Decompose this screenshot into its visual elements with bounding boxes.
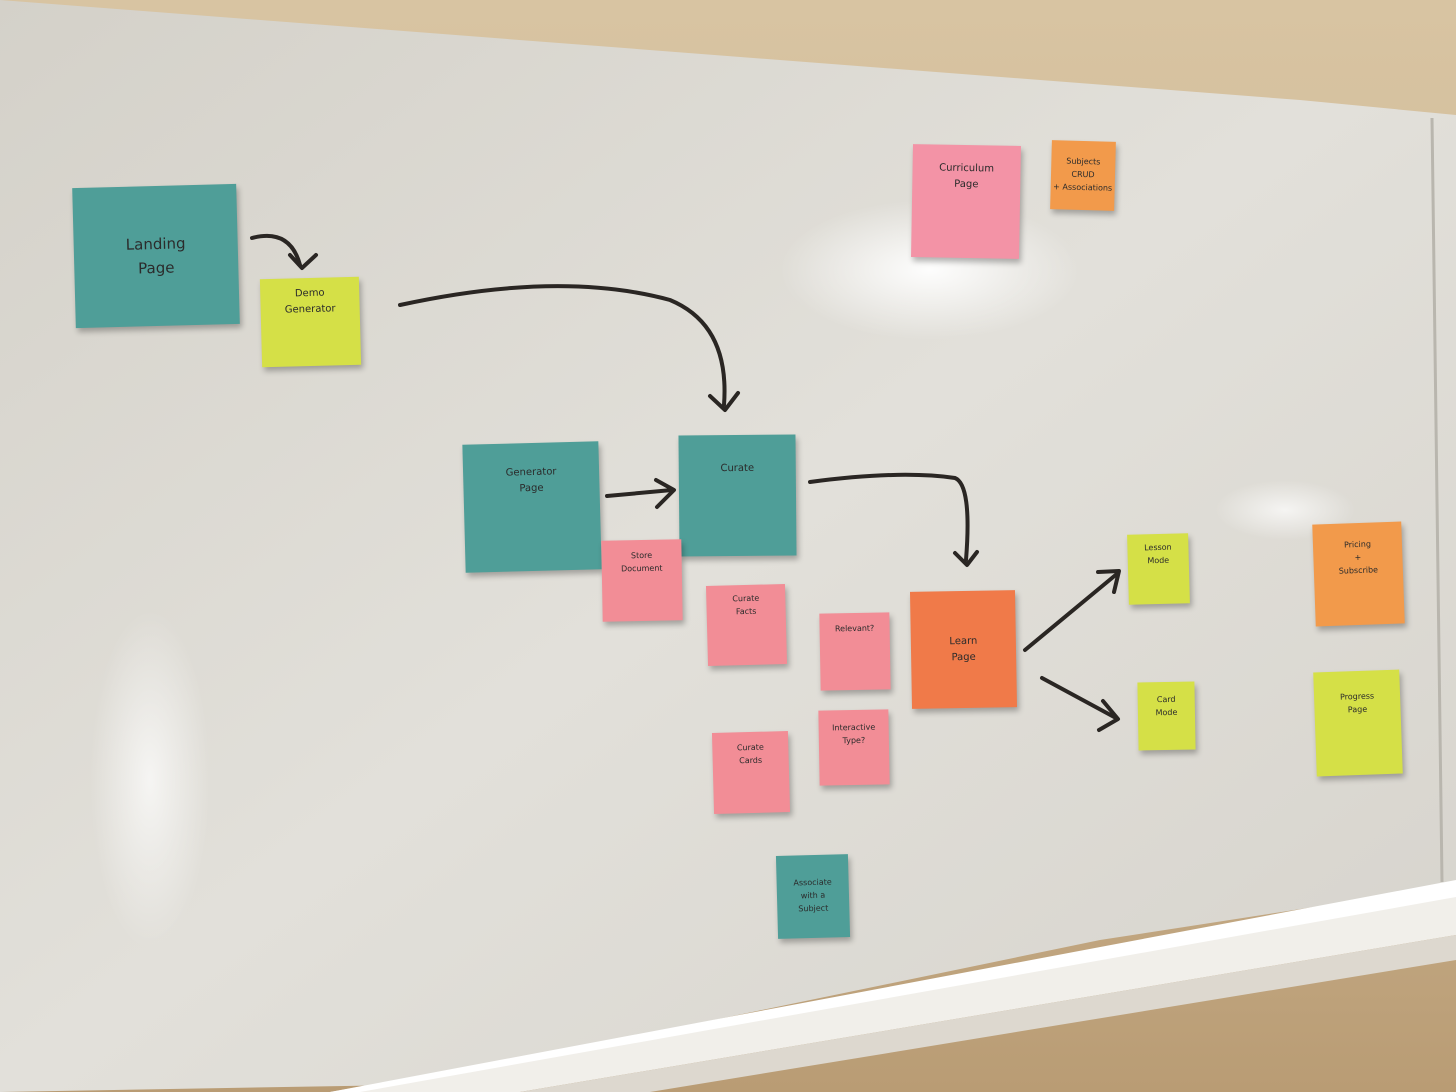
note-text: Interactive xyxy=(832,722,876,733)
note-text: Type? xyxy=(842,735,866,745)
arrowhead xyxy=(1097,699,1120,732)
sticky-note-associate-subject: Associate with a Subject xyxy=(775,854,851,939)
note-text: + xyxy=(1354,552,1362,562)
note-text: Cards xyxy=(739,755,763,766)
note-text: Mode xyxy=(1155,707,1178,717)
sticky-note-relevant: Relevant? xyxy=(819,612,891,691)
note-text: Mode xyxy=(1147,555,1170,566)
arrow-learn-to-lesson xyxy=(1023,571,1120,652)
sticky-note-subjects-crud: Subjects CRUD + Associations xyxy=(1050,140,1116,211)
sticky-note-learn-page: Learn Page xyxy=(909,590,1018,709)
marker-tray-shadow xyxy=(520,935,1456,1092)
note-text: + Associations xyxy=(1053,182,1113,193)
note-text: Curate xyxy=(720,462,755,475)
marker-tray-edge xyxy=(330,880,1456,1092)
arrowhead xyxy=(654,478,676,509)
note-text: Page xyxy=(951,651,976,663)
arrow-curate-to-learn xyxy=(808,472,970,562)
sticky-note-landing-page: Landing Page xyxy=(72,183,240,329)
sticky-note-interactive-type: Interactive Type? xyxy=(818,709,890,786)
note-text: Page xyxy=(1347,704,1368,715)
sticky-note-store-document: Store Document xyxy=(601,539,683,622)
arrow-learn-to-card xyxy=(1040,676,1118,720)
note-text: Page xyxy=(954,178,979,191)
marker-arrows xyxy=(250,233,1121,732)
sticky-note-generator-page: Generator Page xyxy=(462,441,602,573)
note-text: Store xyxy=(630,550,653,561)
sticky-note-pricing-subscribe: Pricing + Subscribe xyxy=(1312,521,1405,627)
sticky-note-progress-page: Progress Page xyxy=(1313,669,1403,777)
glare xyxy=(90,610,210,950)
sticky-note-demo-generator: Demo Generator xyxy=(259,276,362,368)
note-text: Subject xyxy=(798,903,829,914)
note-text: Pricing xyxy=(1343,539,1372,550)
note-text: Generator xyxy=(505,466,557,479)
note-text: with a xyxy=(800,890,826,901)
note-text: Generator xyxy=(284,303,336,316)
arrowhead xyxy=(708,391,740,412)
note-text: Associate xyxy=(793,877,832,888)
arrowhead xyxy=(953,550,979,567)
board-seam xyxy=(1430,117,1444,883)
note-text: Lesson xyxy=(1144,542,1172,553)
note-text: Curate xyxy=(736,742,764,753)
arrow-demo-to-curate xyxy=(398,284,727,407)
sticky-note-lesson-mode: Lesson Mode xyxy=(1127,533,1190,605)
sticky-note-curate-cards: Curate Cards xyxy=(711,731,791,814)
note-text: Learn xyxy=(949,635,978,647)
note-text: Demo xyxy=(294,287,325,300)
note-text: Facts xyxy=(735,606,757,617)
sticky-note-curate: Curate xyxy=(678,434,797,557)
note-text: Page xyxy=(519,482,544,495)
note-text: Card xyxy=(1156,694,1176,705)
note-text: Subscribe xyxy=(1338,564,1379,576)
note-text: Progress xyxy=(1339,691,1375,702)
note-text: Curriculum xyxy=(939,162,995,175)
note-text: Page xyxy=(137,258,175,278)
note-text: Subjects xyxy=(1066,156,1101,167)
sticky-note-curate-facts: Curate Facts xyxy=(705,583,788,667)
note-text: Curate xyxy=(732,593,760,604)
arrowhead xyxy=(1096,569,1121,594)
note-text: Landing xyxy=(125,234,186,254)
arrow-landing-to-demo xyxy=(250,233,302,267)
note-text: CRUD xyxy=(1071,169,1095,180)
arrowhead xyxy=(288,253,318,270)
sticky-note-card-mode: Card Mode xyxy=(1137,681,1196,751)
note-text: Relevant? xyxy=(834,623,875,634)
sticky-note-curriculum-page: Curriculum Page xyxy=(911,144,1021,259)
arrow-generator-to-curate xyxy=(605,488,674,498)
note-text: Document xyxy=(620,563,663,574)
